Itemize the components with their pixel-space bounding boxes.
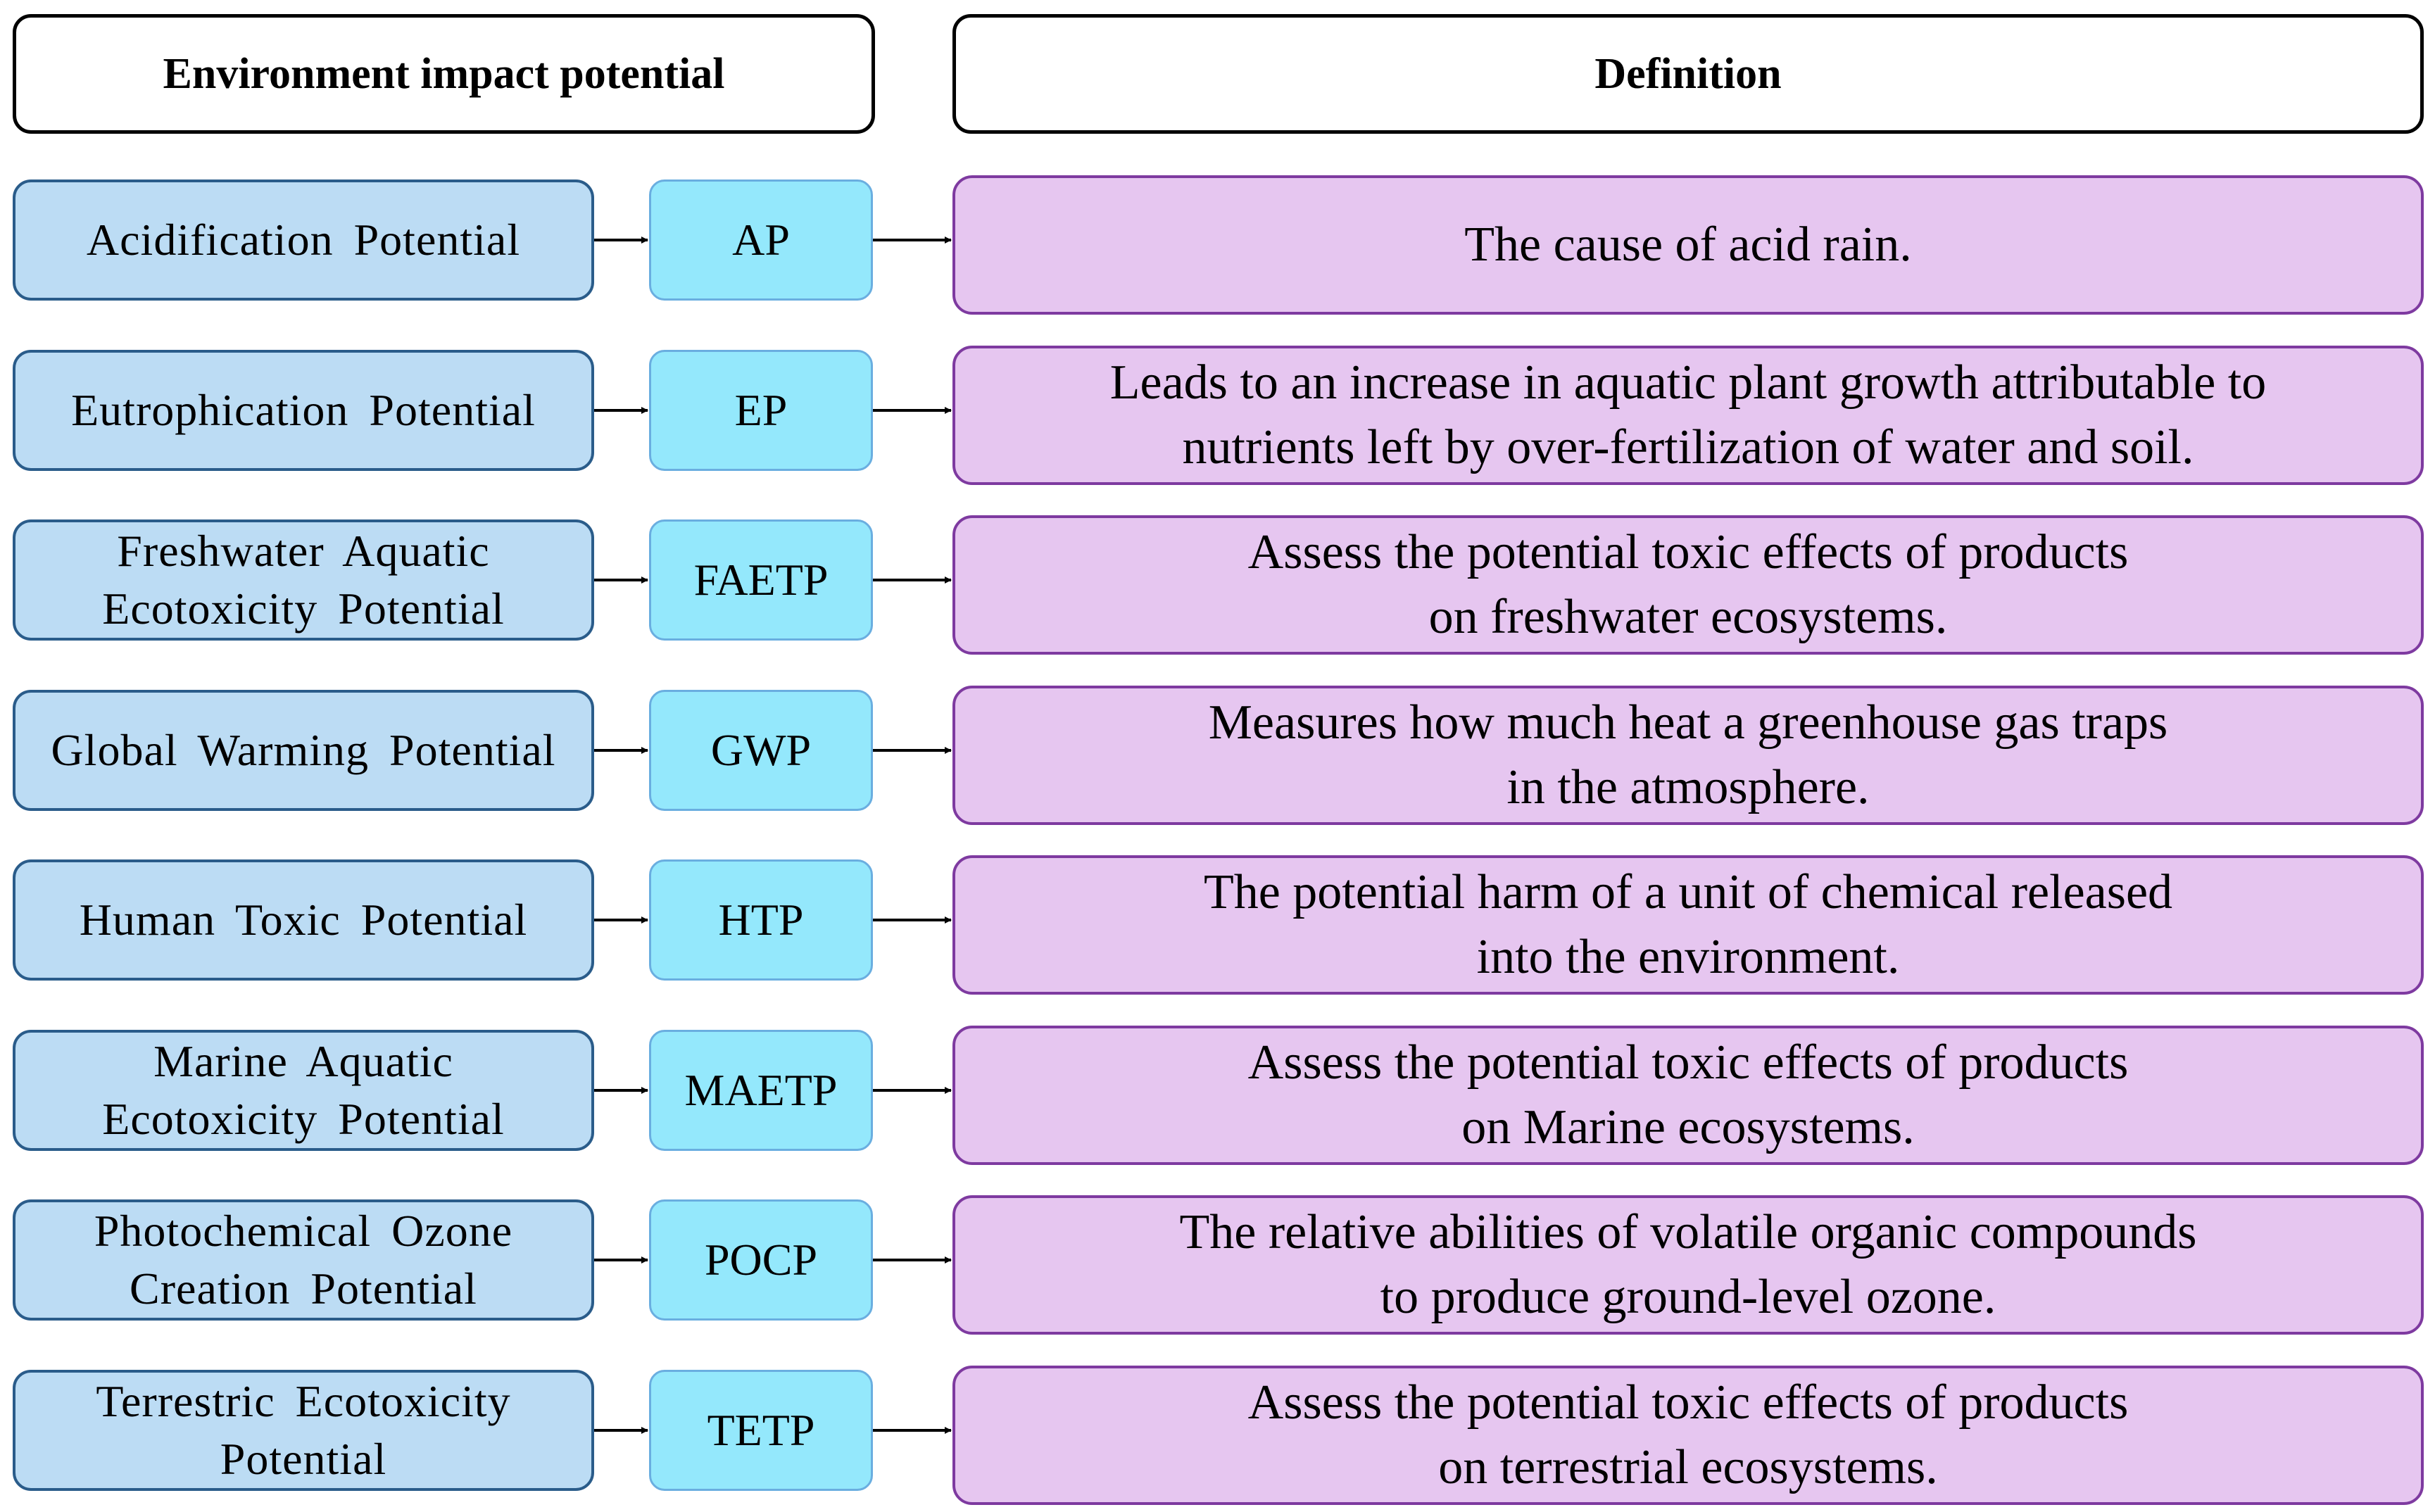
definition-box-text: The cause of acid rain. — [1464, 213, 1912, 277]
abbreviation-label: HTP — [718, 895, 804, 945]
definition-box: The cause of acid rain. — [952, 175, 2424, 315]
abbreviation-box: POCP — [649, 1199, 873, 1321]
header-definition: Definition — [952, 14, 2424, 134]
definition-box-line: to produce ground-level ozone. — [1380, 1270, 1996, 1324]
header-definition-label: Definition — [1594, 49, 1782, 98]
definition-box: Leads to an increase in aquatic plant gr… — [952, 346, 2424, 485]
definition-box-line: Leads to an increase in aquatic plant gr… — [1109, 355, 2267, 410]
definition-box-line: The relative abilities of volatile organ… — [1179, 1205, 2197, 1259]
definition-box-line: The cause of acid rain. — [1464, 218, 1912, 272]
definition-box-line: nutrients left by over-fertilization of … — [1182, 420, 2194, 474]
abbreviation-label: POCP — [704, 1235, 818, 1285]
impact-name-box-line: Acidification Potential — [86, 215, 521, 265]
definition-box-text: Assess the potential toxic effects of pr… — [1248, 1031, 2129, 1160]
abbreviation-label: MAETP — [684, 1065, 838, 1115]
definition-box-line: on terrestrial ecosystems. — [1438, 1440, 1938, 1494]
definition-box: The potential harm of a unit of chemical… — [952, 855, 2424, 995]
definition-box-text: Leads to an increase in aquatic plant gr… — [1110, 351, 2266, 480]
header-impact-potential: Environment impact potential — [13, 14, 875, 134]
impact-name-box-text: Acidification Potential — [87, 211, 520, 269]
definition-box-line: Assess the potential toxic effects of pr… — [1247, 525, 2129, 579]
definition-box-line: into the environment. — [1476, 930, 1900, 984]
definition-box: Measures how much heat a greenhouse gas … — [952, 686, 2424, 825]
abbreviation-box: EP — [649, 350, 873, 471]
impact-name-box-line: Marine Aquatic — [153, 1036, 453, 1086]
impact-name-box-line: Freshwater Aquatic — [117, 526, 490, 576]
abbreviation-label: TETP — [707, 1405, 815, 1455]
header-impact-potential-label: Environment impact potential — [163, 49, 725, 98]
abbreviation-box: AP — [649, 179, 873, 301]
impact-name-box-line: Terrestric Ecotoxicity — [96, 1376, 511, 1426]
abbreviation-box: MAETP — [649, 1030, 873, 1151]
impact-name-box: Human Toxic Potential — [13, 859, 594, 981]
impact-name-box-text: Eutrophication Potential — [71, 382, 536, 439]
abbreviation-box: TETP — [649, 1370, 873, 1491]
definition-box-line: on freshwater ecosystems. — [1428, 590, 1948, 644]
definition-box-line: in the atmosphere. — [1506, 760, 1870, 814]
abbreviation-label: GWP — [710, 725, 812, 775]
definition-box-line: The potential harm of a unit of chemical… — [1203, 865, 2173, 919]
impact-name-box-line: Potential — [220, 1434, 387, 1484]
definition-box: The relative abilities of volatile organ… — [952, 1195, 2424, 1335]
abbreviation-label: EP — [734, 385, 788, 435]
definition-box-text: The relative abilities of volatile organ… — [1180, 1200, 2197, 1330]
definition-box: Assess the potential toxic effects of pr… — [952, 1026, 2424, 1165]
impact-name-box: Acidification Potential — [13, 179, 594, 301]
definition-box-line: on Marine ecosystems. — [1461, 1100, 1915, 1154]
impact-name-box-line: Human Toxic Potential — [79, 895, 528, 945]
definition-box-line: Assess the potential toxic effects of pr… — [1247, 1035, 2129, 1090]
definition-box-text: Assess the potential toxic effects of pr… — [1248, 1371, 2129, 1500]
impact-name-box-line: Photochemical Ozone — [94, 1206, 513, 1256]
abbreviation-label: AP — [732, 215, 790, 265]
definition-box-text: Measures how much heat a greenhouse gas … — [1209, 691, 2168, 820]
definition-box-text: The potential harm of a unit of chemical… — [1204, 860, 2172, 990]
impact-name-box-line: Global Warming Potential — [51, 725, 556, 775]
impact-name-box-line: Ecotoxicity Potential — [102, 584, 505, 634]
definition-box-line: Assess the potential toxic effects of pr… — [1247, 1375, 2129, 1430]
abbreviation-box: GWP — [649, 690, 873, 811]
abbreviation-box: FAETP — [649, 519, 873, 641]
abbreviation-box: HTP — [649, 859, 873, 981]
definition-box: Assess the potential toxic effects of pr… — [952, 1366, 2424, 1505]
impact-name-box: Eutrophication Potential — [13, 350, 594, 471]
abbreviation-label: FAETP — [693, 555, 829, 605]
definition-box-text: Assess the potential toxic effects of pr… — [1248, 520, 2129, 650]
impact-name-box-line: Eutrophication Potential — [71, 385, 536, 435]
impact-name-box-line: Creation Potential — [130, 1264, 477, 1313]
definition-box: Assess the potential toxic effects of pr… — [952, 515, 2424, 655]
impact-name-box-text: Human Toxic Potential — [80, 891, 528, 949]
impact-name-box-line: Ecotoxicity Potential — [102, 1094, 505, 1144]
impact-name-box: Global Warming Potential — [13, 690, 594, 811]
impact-name-box-text: Global Warming Potential — [51, 722, 555, 779]
definition-box-line: Measures how much heat a greenhouse gas … — [1208, 695, 2168, 750]
